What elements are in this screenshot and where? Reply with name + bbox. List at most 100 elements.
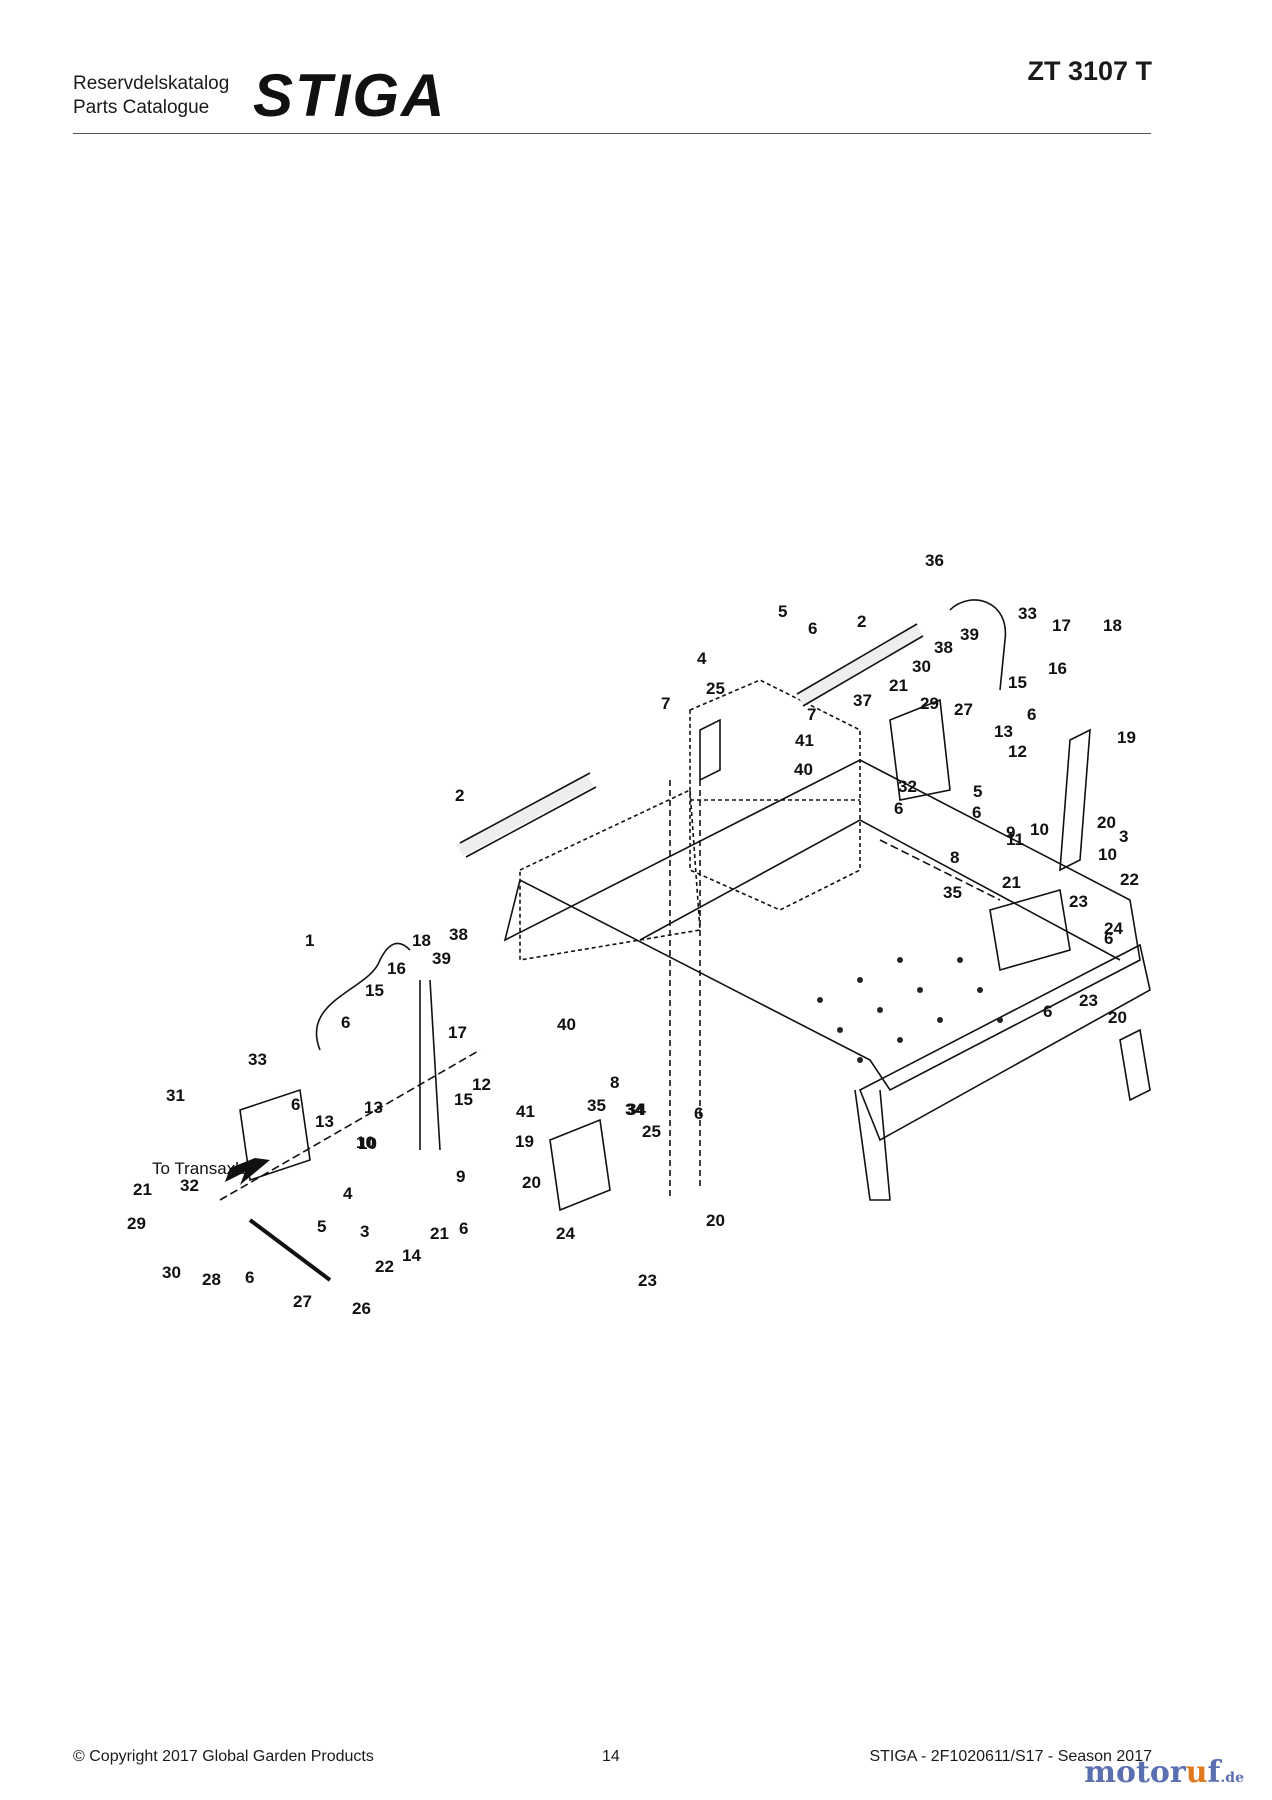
callout: 20: [1108, 1008, 1127, 1027]
control-arm-left: [315, 942, 411, 1051]
lap-bar-right-tube: [796, 623, 924, 707]
callout: 10: [1098, 845, 1117, 864]
callout: 18: [412, 931, 431, 950]
callout: 4: [697, 649, 707, 668]
seat-frame: [689, 679, 861, 911]
callout: 13: [364, 1098, 383, 1117]
callout: 17: [448, 1023, 467, 1042]
callout: 6: [972, 803, 981, 822]
model-number: ZT 3107 T: [1027, 56, 1152, 86]
callout: 39: [432, 949, 451, 968]
header-divider: [73, 133, 1151, 134]
page-number: 14: [602, 1748, 620, 1765]
callout: 40: [557, 1015, 576, 1034]
callout: 23: [638, 1271, 657, 1290]
callout: 20: [522, 1173, 541, 1192]
mount-7: [699, 718, 721, 782]
control-lever-right: [1059, 728, 1091, 872]
callout: 30: [162, 1263, 181, 1282]
callout: 22: [375, 1257, 394, 1276]
catalog-title-swedish: Reservdelskatalog: [73, 73, 230, 94]
callout: 6: [291, 1095, 300, 1114]
catalog-reference: STIGA - 2F1020611/S17 - Season 2017: [869, 1748, 1152, 1765]
callout: 12: [1008, 742, 1027, 761]
callout: 5: [973, 782, 982, 801]
callout: 7: [807, 705, 816, 724]
callout: 16: [387, 959, 406, 978]
callout: 16: [1048, 659, 1067, 678]
callout: 27: [954, 700, 973, 719]
floor-pan-edge: [639, 819, 1121, 961]
callout: 6: [1043, 1002, 1052, 1021]
callout: 21: [889, 676, 908, 695]
bracket-24: [549, 1118, 611, 1212]
callout: 20: [706, 1211, 725, 1230]
callout: 6: [1104, 929, 1113, 948]
callout: 15: [1008, 673, 1027, 692]
callout: 28: [202, 1270, 221, 1289]
callout: 8: [950, 848, 959, 867]
stiga-logo-text: STIGA: [253, 66, 446, 126]
copyright-notice: © Copyright 2017 Global Garden Products: [73, 1748, 374, 1765]
callout: 26: [352, 1299, 371, 1318]
callout: 6: [459, 1219, 468, 1238]
callout: 25: [706, 679, 725, 698]
callout: 21: [430, 1224, 449, 1243]
callout: 27: [293, 1292, 312, 1311]
transaxle-arrow: [225, 1158, 270, 1185]
callout: 6: [694, 1104, 703, 1123]
rear-frame: [519, 788, 701, 961]
motoruf-watermark: motoruf.de: [1084, 1755, 1244, 1790]
callout: 35: [943, 883, 962, 902]
callout: 34: [627, 1100, 646, 1119]
callout: 5: [317, 1217, 326, 1236]
callout: 11: [1006, 830, 1024, 849]
callout: 10: [356, 1133, 375, 1152]
callout: 15: [454, 1090, 473, 1109]
callout: 32: [180, 1176, 199, 1195]
front-crossbar: [858, 943, 1151, 1142]
callout: 13: [994, 722, 1013, 741]
plate-left: [239, 1088, 311, 1182]
callout: 37: [853, 691, 872, 710]
callout: 10: [1030, 820, 1049, 839]
callout: 15: [365, 981, 384, 1000]
callout: 3: [1119, 827, 1128, 846]
callout: 7: [661, 694, 670, 713]
callout: 41: [795, 731, 814, 750]
catalog-title-english: Parts Catalogue: [73, 97, 210, 118]
callout: 34: [625, 1100, 644, 1119]
callout: 32: [898, 777, 917, 796]
callout: 9: [456, 1167, 465, 1186]
callout: 29: [127, 1214, 146, 1233]
callout: 30: [912, 657, 931, 676]
linkage-rod: [248, 1218, 332, 1282]
callout: 6: [1027, 705, 1036, 724]
callout: 5: [778, 602, 787, 621]
callout: 24: [1104, 919, 1123, 938]
callout: 14: [402, 1246, 421, 1265]
callout: 19: [1117, 728, 1136, 747]
callout: 24: [556, 1224, 575, 1243]
bracket-right: [989, 888, 1071, 972]
callout: 38: [449, 925, 468, 944]
callout: 38: [934, 638, 953, 657]
callout: 33: [248, 1050, 267, 1069]
callout: 10: [358, 1134, 377, 1153]
callout: 36: [925, 551, 944, 570]
callout: 20: [1097, 813, 1116, 832]
plate-right: [889, 698, 951, 801]
callout-labels: 36 5 6 2 33 17 18 39 38 30 16 4 15 25 7 …: [127, 551, 1139, 1318]
callout: 12: [472, 1075, 491, 1094]
control-arm-right: [949, 599, 1007, 691]
callout: 3: [360, 1222, 369, 1241]
callout: 29: [920, 694, 939, 713]
callout: 21: [1002, 873, 1021, 892]
lap-bar-left-tube: [459, 772, 597, 858]
callout: 6: [808, 619, 817, 638]
callout: 41: [516, 1102, 535, 1121]
stiga-logo: STIGA: [253, 66, 446, 126]
floor-holes: [817, 957, 1003, 1063]
callout: 40: [794, 760, 813, 779]
